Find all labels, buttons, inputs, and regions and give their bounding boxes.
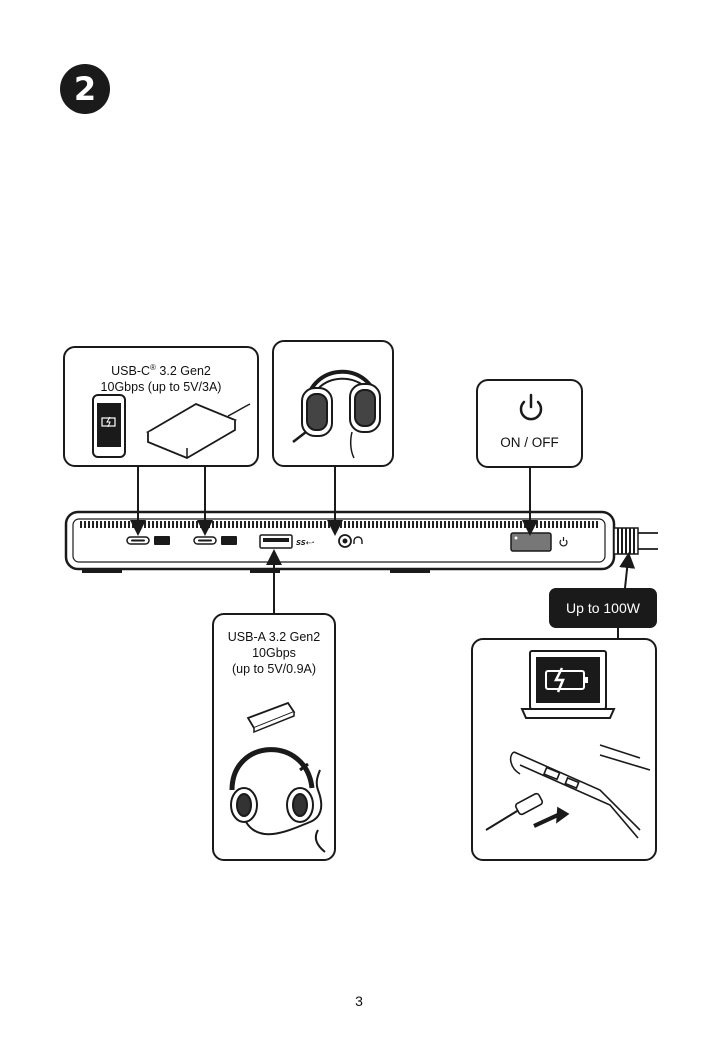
- usbc-port-1-icon: [154, 536, 170, 545]
- laptop-image: [522, 651, 614, 718]
- laptop-port-closeup-image: [486, 745, 650, 838]
- power-icon: [521, 395, 541, 419]
- usbc-port-2-icon: [221, 536, 237, 545]
- power-button[interactable]: [511, 533, 551, 551]
- usb-flash-drive-image: [248, 703, 294, 732]
- wired-headset-image: [231, 750, 325, 852]
- gaming-headset-image: [293, 372, 380, 458]
- docking-station: SS⇠·: [66, 512, 658, 573]
- external-drive-image: [148, 404, 250, 458]
- usb-ss-icon: SS⇠·: [296, 539, 315, 547]
- page-number: 3: [0, 993, 718, 1009]
- smartphone-image: [93, 395, 125, 457]
- power-cable: [614, 528, 658, 554]
